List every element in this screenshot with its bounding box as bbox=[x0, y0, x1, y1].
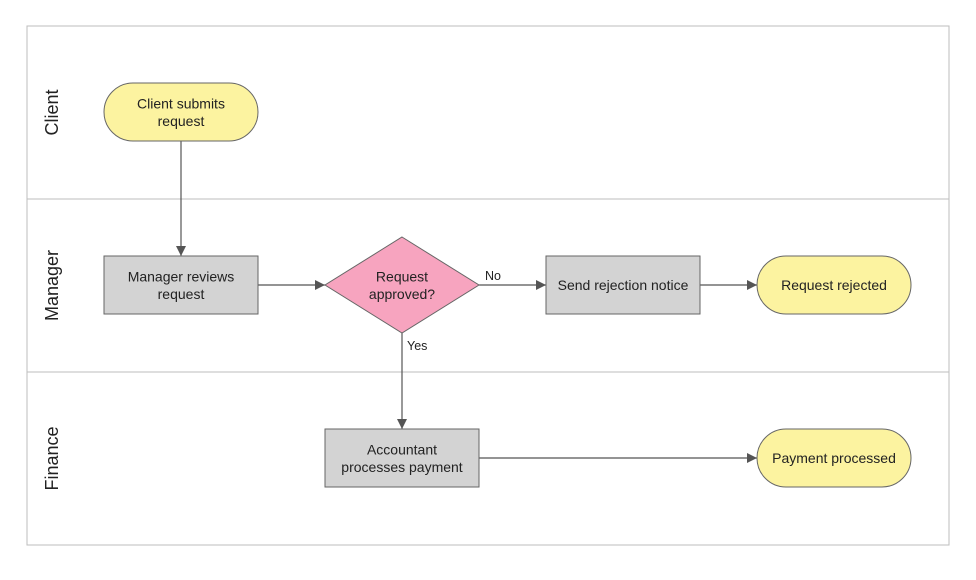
node-request-approved: Request approved? bbox=[324, 236, 480, 334]
node-label: approved? bbox=[369, 286, 435, 302]
edge-request-approved-to-send-rejection: No bbox=[479, 269, 546, 290]
node-label: Manager reviews bbox=[128, 268, 235, 284]
node-label: request bbox=[158, 286, 205, 302]
edge-label: Yes bbox=[407, 339, 427, 353]
process-shape bbox=[545, 255, 701, 315]
node-manager-reviews: Manager reviews request bbox=[103, 255, 259, 315]
node-label: Payment processed bbox=[772, 450, 896, 466]
node-label: Accountant bbox=[367, 441, 437, 457]
node-payment-processed: Payment processed bbox=[756, 428, 912, 488]
process-shape bbox=[103, 255, 259, 315]
process-shape bbox=[324, 428, 480, 488]
terminator-shape bbox=[103, 82, 259, 142]
node-request-rejected: Request rejected bbox=[756, 255, 912, 315]
node-accountant-processes: Accountant processes payment bbox=[324, 428, 480, 488]
edge-request-approved-to-accountant-processes: Yes bbox=[397, 333, 427, 429]
edge-label: No bbox=[485, 269, 501, 283]
node-label: Client submits bbox=[137, 95, 225, 111]
node-client-submits: Client submits request bbox=[103, 82, 259, 142]
node-label: request bbox=[158, 113, 205, 129]
lane-label-finance: Finance bbox=[42, 426, 62, 490]
node-label: Request rejected bbox=[781, 277, 887, 293]
lane-label-client: Client bbox=[42, 89, 62, 135]
lane-label-manager: Manager bbox=[42, 250, 62, 321]
decision-shape bbox=[324, 236, 480, 334]
node-label: processes payment bbox=[341, 459, 463, 475]
node-label: Request bbox=[376, 268, 428, 284]
node-send-rejection: Send rejection notice bbox=[545, 255, 701, 315]
node-label: Send rejection notice bbox=[558, 277, 689, 293]
lane-client: Client bbox=[42, 89, 62, 135]
terminator-shape bbox=[756, 255, 912, 315]
terminator-shape bbox=[756, 428, 912, 488]
lane-finance: Finance bbox=[27, 371, 949, 491]
